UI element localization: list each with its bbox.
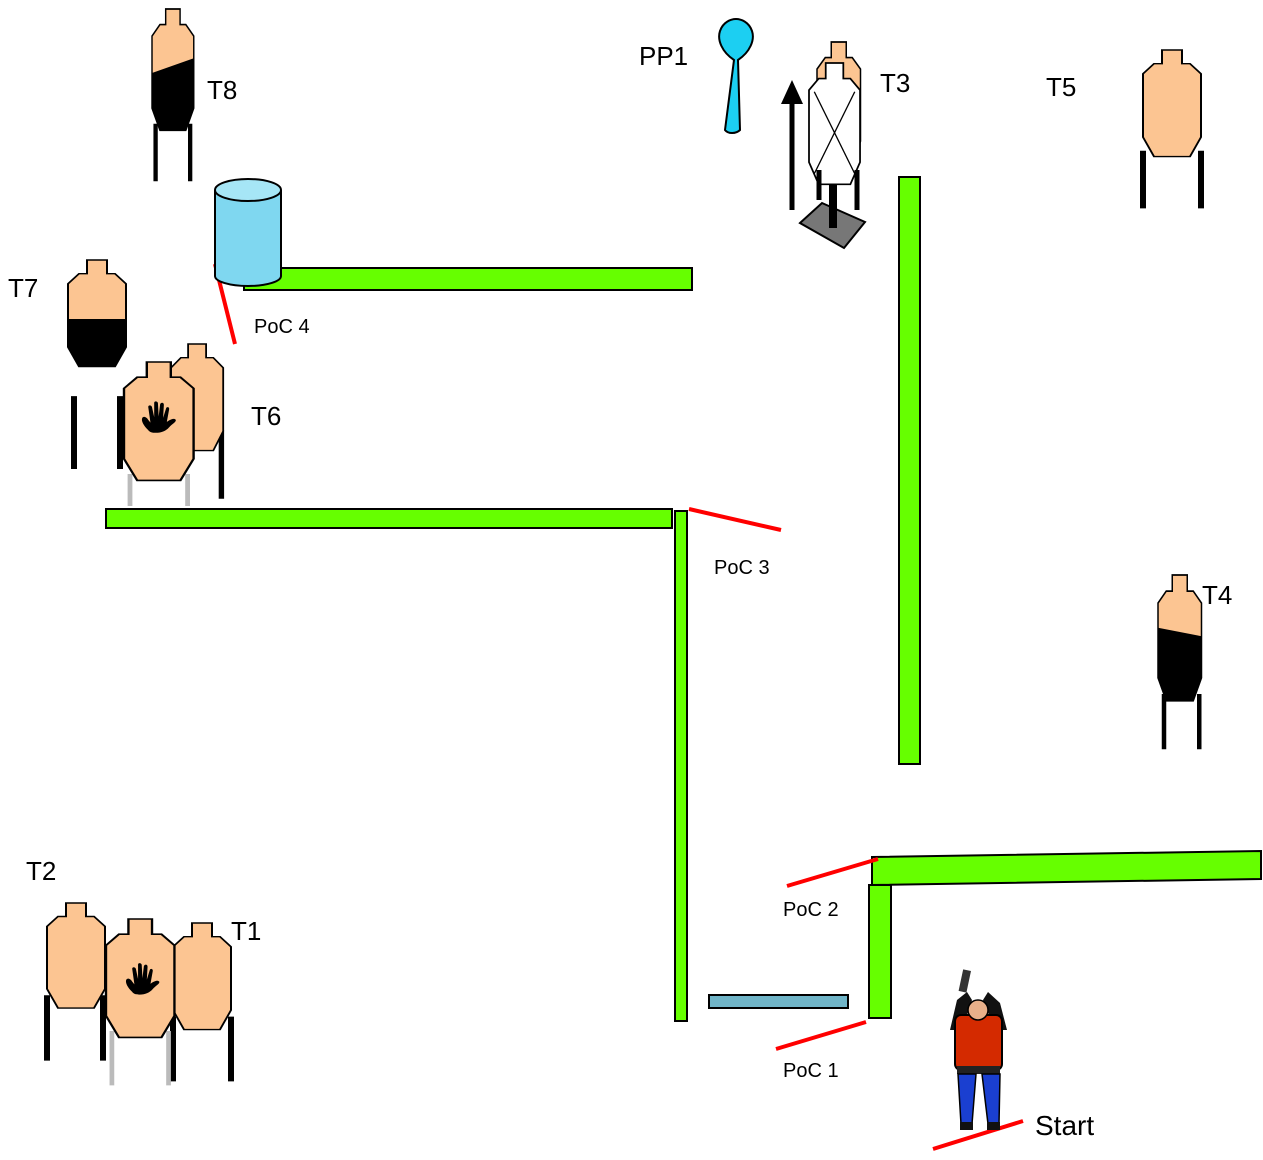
label-pp1: PP1 (639, 41, 688, 71)
wall-bottom-right-horizontal (871, 849, 1262, 887)
start-line (932, 1119, 1024, 1151)
label-poc4: PoC 4 (254, 316, 310, 338)
poc-lines (213, 263, 1024, 1151)
barrel-icon (214, 178, 282, 287)
label-t5: T5 (1046, 72, 1076, 102)
wall-center-vertical (674, 510, 688, 1022)
target-t7 (67, 259, 127, 469)
poc3-line (688, 507, 782, 532)
poc2-line (786, 857, 879, 888)
wall-middle-horizontal (105, 508, 673, 529)
label-t3: T3 (880, 68, 910, 98)
target-t8 (151, 8, 195, 182)
low-wall (708, 994, 849, 1009)
label-poc3: PoC 3 (714, 557, 770, 579)
label-start: Start (1035, 1110, 1094, 1141)
label-poc2: PoC 2 (783, 899, 839, 921)
poc1-line (775, 1020, 867, 1051)
label-t6: T6 (251, 401, 281, 431)
pepper-popper-icon (718, 17, 754, 134)
no-shoot-t6 (122, 360, 195, 507)
walls (105, 176, 1262, 1022)
shooter-icon (950, 969, 1007, 1130)
label-t1: T1 (231, 916, 261, 946)
wall-right-vertical (898, 176, 921, 765)
target-t6 (122, 343, 225, 507)
label-t2: T2 (26, 856, 56, 886)
no-shoot-t1-t2 (104, 917, 176, 1086)
wall-top (243, 267, 693, 291)
label-t4: T4 (1202, 580, 1232, 610)
target-t3 (781, 41, 867, 250)
label-poc1: PoC 1 (783, 1060, 839, 1082)
wall-bottom-right-vertical (868, 884, 892, 1019)
labels: T8 PP1 T3 T5 T7 PoC 4 T6 PoC 3 T4 T2 PoC… (8, 41, 1232, 1141)
swinger-target (808, 62, 861, 186)
target-t1 (170, 922, 234, 1082)
label-t8: T8 (207, 75, 237, 105)
movement-arrow-icon (781, 80, 803, 210)
label-t7: T7 (8, 273, 38, 303)
target-t4 (1157, 574, 1203, 750)
target-t2 (44, 902, 106, 1061)
target-t5 (1140, 49, 1204, 209)
